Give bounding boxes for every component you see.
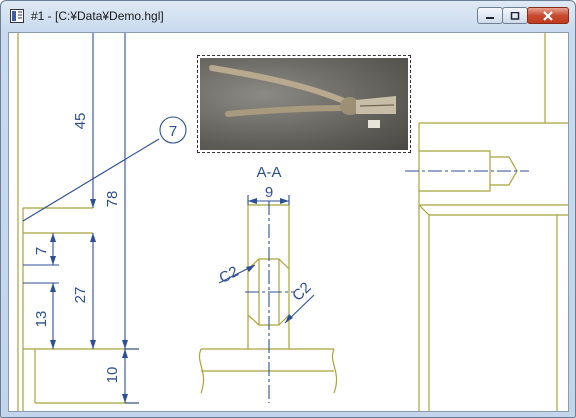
dimension-arrows (50, 198, 293, 403)
drawing-window-icon (10, 9, 24, 23)
minimize-icon (486, 16, 494, 19)
photo-content (200, 58, 408, 150)
chamfer-label-left: C2 (216, 263, 241, 287)
part-outlines (17, 33, 568, 411)
drawing-canvas[interactable]: 45 78 7 27 13 10 9 7 A-A C2 C2 (8, 32, 569, 412)
cad-drawing: 45 78 7 27 13 10 9 7 A-A C2 C2 (17, 33, 568, 411)
dimension-27: 27 (72, 287, 89, 304)
dimension-7: 7 (33, 247, 50, 255)
dimension-13: 13 (33, 311, 50, 328)
dimension-10: 10 (104, 367, 121, 384)
dimension-78: 78 (104, 191, 121, 208)
maximize-button[interactable] (502, 7, 528, 24)
dimension-lines (22, 33, 529, 404)
pliers-photo[interactable] (197, 55, 411, 153)
balloon-number: 7 (169, 123, 177, 140)
section-label: A-A (256, 164, 281, 181)
window-controls (477, 7, 569, 26)
close-button[interactable] (527, 7, 569, 24)
window-title: #1 - [C:¥Data¥Demo.hgl] (31, 9, 164, 23)
close-icon (543, 10, 553, 21)
maximize-icon (510, 11, 520, 20)
pliers-icon (209, 65, 396, 128)
dimension-9: 9 (265, 184, 273, 201)
title-bar[interactable]: #1 - [C:¥Data¥Demo.hgl] (1, 1, 575, 31)
minimize-button[interactable] (477, 7, 503, 24)
chamfer-label-right: C2 (289, 279, 315, 305)
dimension-45: 45 (72, 113, 89, 130)
